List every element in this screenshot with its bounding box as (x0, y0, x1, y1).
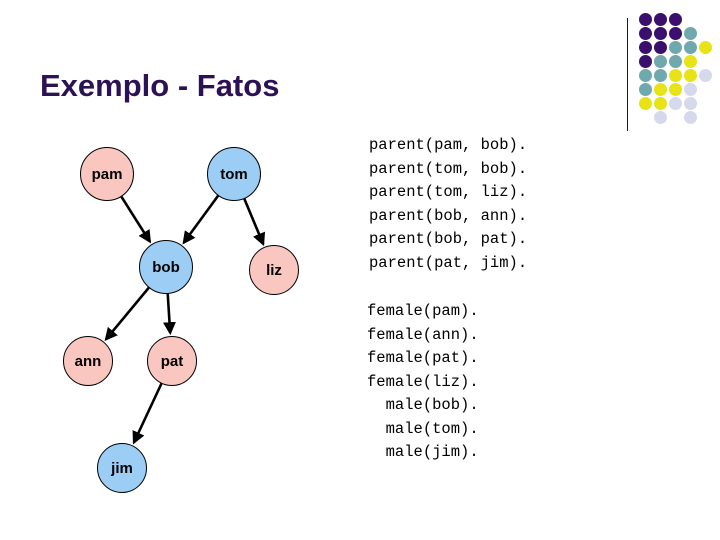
parent-fact-line: parent(bob, pat). (369, 230, 528, 248)
decorative-dot (639, 69, 652, 82)
decorative-dot (669, 41, 682, 54)
parent-fact-line: parent(bob, ann). (369, 206, 528, 225)
decorative-dot (654, 69, 667, 82)
gender-fact-line: male(jim). (385, 443, 479, 461)
tree-node-pat: pat (147, 336, 197, 386)
tree-edge-tom-liz (242, 197, 266, 247)
decorative-dot (684, 27, 697, 40)
tree-node-pam: pam (80, 147, 134, 201)
parent-fact-line: parent(pat, jim). (369, 253, 528, 272)
decorative-dot (654, 111, 667, 124)
decorative-dot (654, 55, 667, 68)
decorative-dot (669, 13, 682, 26)
gender-fact-line: female(pat). (367, 349, 479, 367)
gender-fact-line: male(bob). (385, 396, 479, 414)
tree-edge-layer (104, 194, 266, 445)
tree-edge-bob-ann (104, 286, 151, 342)
decorative-dot (669, 55, 682, 68)
tree-node-ann: ann (63, 336, 113, 386)
decorative-dot (639, 13, 652, 26)
tree-node-bob: bob (139, 240, 193, 294)
decorative-dot (639, 27, 652, 40)
decorative-dot (669, 83, 682, 96)
tree-edge-pam-bob (119, 195, 152, 244)
decorative-dot (639, 55, 652, 68)
decorative-dot (684, 41, 697, 54)
gender-fact-line: female(ann). (367, 325, 479, 344)
tree-edge-tom-bob (182, 194, 220, 245)
parent-fact-line: parent(tom, bob). (369, 159, 528, 178)
decorative-dot (684, 83, 697, 96)
decorative-vertical-rule (627, 18, 628, 131)
tree-edge-bob-pat (163, 292, 177, 336)
decorative-dot (639, 83, 652, 96)
decorative-dot (699, 41, 712, 54)
decorative-dot (654, 97, 667, 110)
gender-facts-block: female(pam). female(ann). female(pat). fema… (367, 300, 479, 465)
parent-fact-line: parent(pam, bob). (369, 136, 528, 154)
decorative-dot (639, 97, 652, 110)
tree-node-tom: tom (207, 147, 261, 201)
decorative-dot (684, 55, 697, 68)
decorative-dot (669, 27, 682, 40)
tree-edge-pat-jim (132, 382, 164, 445)
decorative-dot (684, 111, 697, 124)
gender-fact-line: female(liz). (367, 372, 479, 391)
gender-fact-line: female(pam). (367, 302, 479, 320)
decorative-dot (654, 41, 667, 54)
decorative-dot (669, 69, 682, 82)
page-title: Exemplo - Fatos (40, 68, 280, 103)
decorative-dot (654, 83, 667, 96)
tree-node-liz: liz (249, 245, 299, 295)
decorative-dot (699, 69, 712, 82)
decorative-dot (654, 27, 667, 40)
tree-node-jim: jim (97, 443, 147, 493)
decorative-dot (669, 97, 682, 110)
decorative-dot-grid (639, 13, 712, 125)
parent-facts-block: parent(pam, bob). parent(tom, bob). parent… (369, 134, 527, 275)
decorative-dot (684, 69, 697, 82)
decorative-dot (684, 97, 697, 110)
gender-fact-line: male(tom). (385, 419, 479, 438)
decorative-dot (654, 13, 667, 26)
parent-fact-line: parent(tom, liz). (369, 183, 528, 201)
decorative-dot (639, 41, 652, 54)
